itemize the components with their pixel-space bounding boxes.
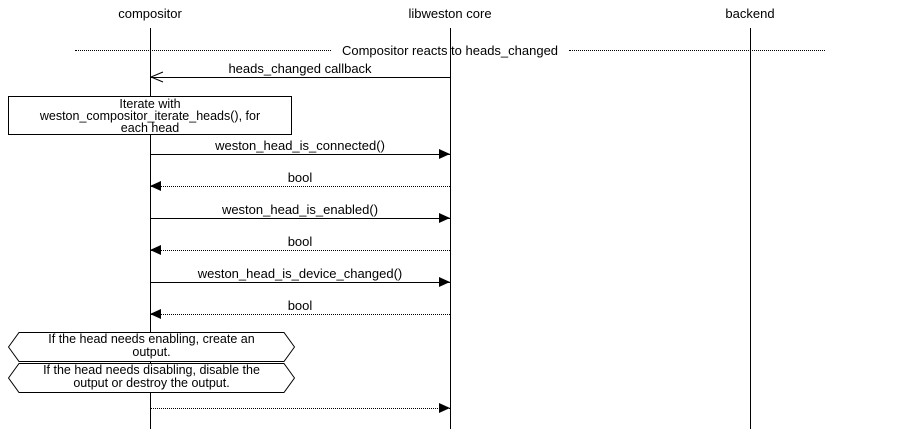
message-line	[150, 282, 450, 283]
filled-arrowhead-right-icon	[439, 149, 450, 159]
filled-arrowhead-right-icon	[439, 213, 450, 223]
lifeline-compositor	[150, 28, 151, 429]
message-line	[150, 314, 450, 315]
message-line	[150, 250, 450, 251]
filled-arrowhead-left-icon	[150, 181, 161, 191]
note-line: each head	[120, 121, 180, 135]
note-line: weston_compositor_iterate_heads(), for	[39, 109, 261, 123]
filled-arrowhead-left-icon	[150, 309, 161, 319]
message-label-bool: bool	[287, 170, 313, 185]
message-label-heads-changed-callback: heads_changed callback	[228, 61, 372, 76]
condition-disable-output: If the head needs disabling, disable the…	[8, 363, 295, 393]
filled-arrowhead-right-icon	[439, 403, 450, 413]
message-label-bool: bool	[287, 298, 313, 313]
condition-text: If the head needs enabling, create an ou…	[8, 333, 295, 359]
message-label-head-is-connected: weston_head_is_connected()	[215, 138, 385, 153]
hexagon-shape	[8, 363, 295, 393]
note-iterate-heads: Iterate with weston_compositor_iterate_h…	[8, 96, 292, 135]
participant-libweston-core: libweston core	[408, 6, 492, 21]
lifeline-backend	[750, 28, 751, 429]
condition-enable-output: If the head needs enabling, create an ou…	[8, 332, 295, 362]
divider-line-left	[75, 50, 331, 51]
participant-compositor: compositor	[118, 6, 182, 21]
divider-line-right	[569, 50, 825, 51]
condition-line: If the head needs disabling, disable the	[43, 363, 260, 377]
lifeline-libweston-core	[450, 28, 451, 429]
message-line	[150, 77, 450, 78]
message-line	[150, 218, 450, 219]
open-arrowhead-icon	[150, 71, 164, 83]
message-label-head-is-device-changed: weston_head_is_device_changed()	[197, 266, 403, 281]
message-line	[150, 154, 450, 155]
filled-arrowhead-left-icon	[150, 245, 161, 255]
filled-arrowhead-right-icon	[439, 277, 450, 287]
message-label-head-is-enabled: weston_head_is_enabled()	[221, 202, 379, 217]
participant-backend: backend	[725, 6, 775, 21]
condition-line: output or destroy the output.	[73, 376, 230, 390]
message-line	[150, 408, 450, 409]
note-line: Iterate with	[119, 97, 181, 111]
condition-line: output.	[132, 345, 171, 359]
hexagon-shape	[8, 332, 295, 362]
condition-text: If the head needs disabling, disable the…	[8, 364, 295, 390]
message-label-bool: bool	[287, 234, 313, 249]
message-line	[150, 186, 450, 187]
condition-line: If the head needs enabling, create an	[48, 332, 255, 346]
divider-label: Compositor reacts to heads_changed	[341, 43, 559, 58]
